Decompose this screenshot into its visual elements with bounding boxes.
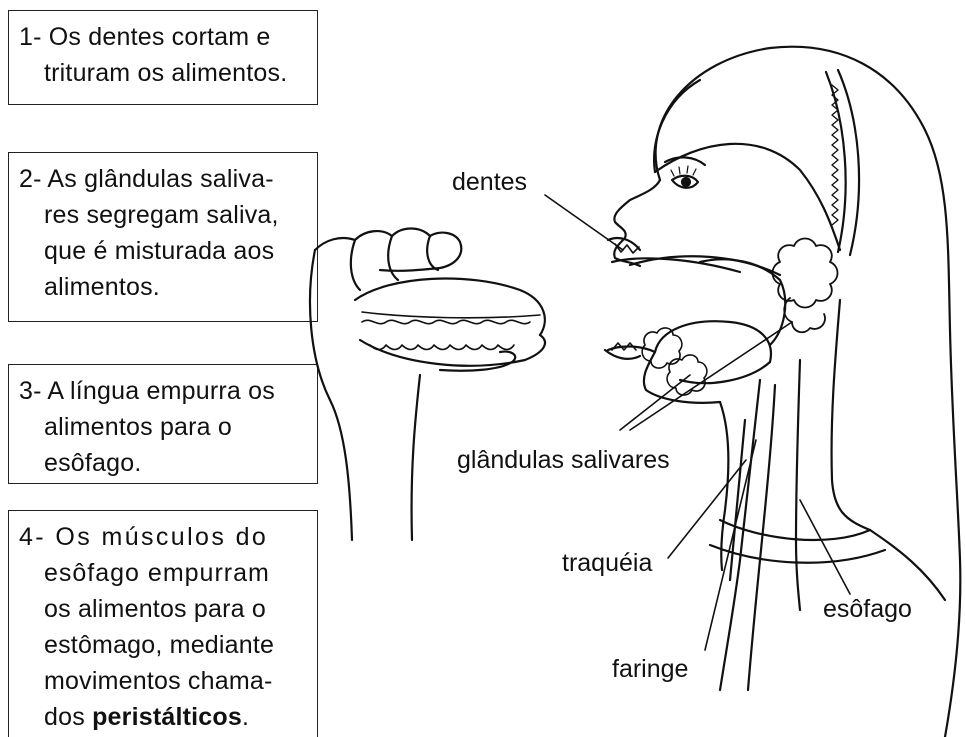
label-dentes: dentes bbox=[452, 168, 527, 197]
fingers bbox=[351, 236, 438, 290]
bread-bottom bbox=[360, 335, 545, 366]
lower-jaw bbox=[608, 346, 720, 402]
pupil bbox=[682, 178, 690, 186]
neck-front bbox=[720, 402, 728, 570]
neck-back bbox=[832, 300, 870, 530]
bread-top bbox=[355, 279, 545, 335]
palm-wrist bbox=[310, 250, 352, 540]
filling-wave bbox=[362, 320, 530, 323]
leader-glandulas-2 bbox=[630, 322, 792, 430]
headband-outer bbox=[838, 70, 859, 255]
eyelashes bbox=[671, 166, 696, 176]
filling-scallop bbox=[370, 345, 514, 350]
label-esofago: esôfago bbox=[823, 595, 912, 624]
thumb bbox=[440, 352, 515, 371]
label-traqueia: traquéia bbox=[562, 549, 652, 578]
wrist-inner bbox=[412, 375, 420, 540]
leader-glandulas-1 bbox=[620, 375, 690, 430]
filling-line bbox=[362, 312, 540, 318]
label-glandulas-salivares: glândulas salivares bbox=[457, 446, 670, 475]
hair-inner bbox=[655, 144, 840, 250]
lower-lip bbox=[605, 350, 640, 359]
pharynx-tube-2 bbox=[748, 385, 775, 690]
leader-dentes bbox=[545, 195, 623, 250]
shoulder bbox=[870, 530, 945, 600]
hair-outline bbox=[656, 47, 961, 737]
label-faringe: faringe bbox=[612, 655, 688, 684]
esophagus-line bbox=[796, 360, 800, 610]
face-profile bbox=[614, 180, 660, 266]
